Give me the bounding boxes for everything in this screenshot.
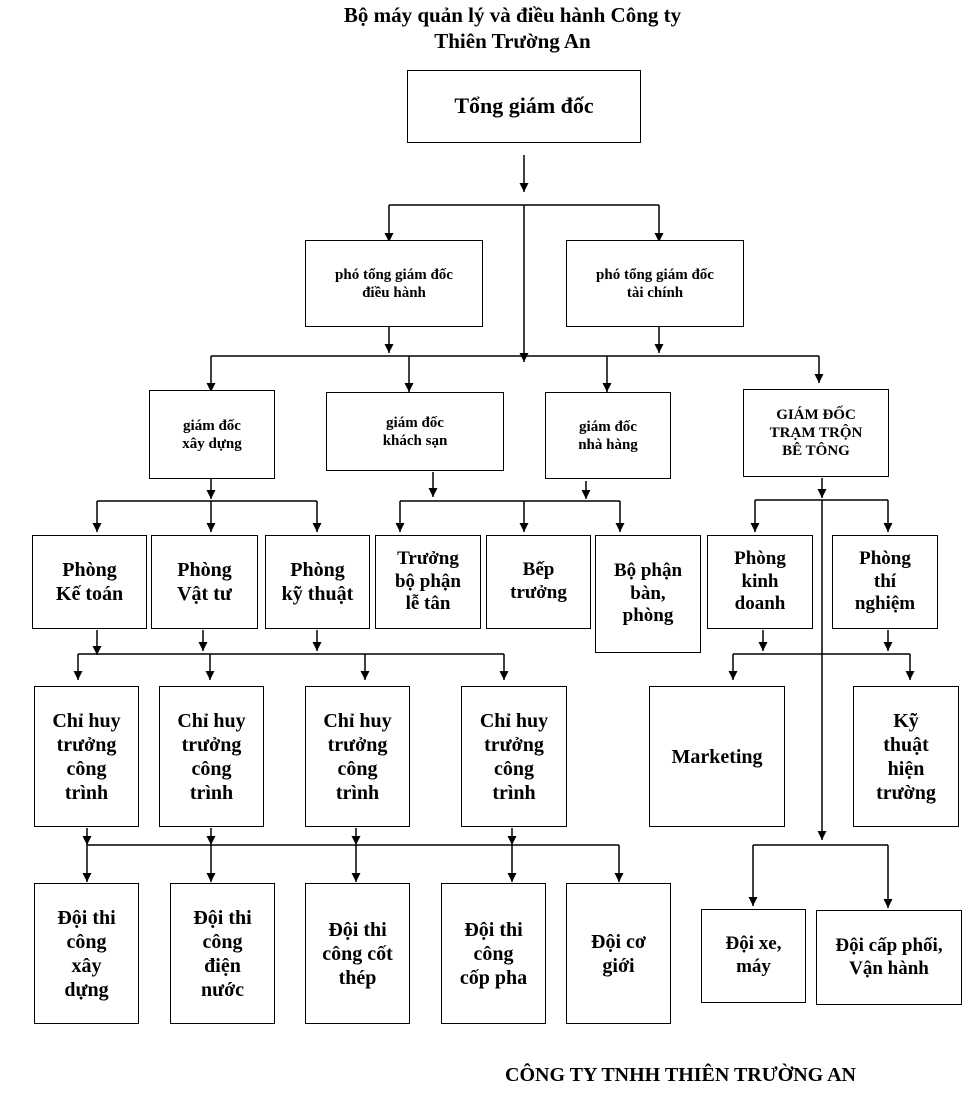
node-materials: Phòng Vật tư bbox=[151, 535, 258, 629]
node-team-electric: Đội thi công điện nước bbox=[170, 883, 275, 1024]
node-team-steel: Đội thi công cốt thép bbox=[305, 883, 410, 1024]
chart-title: Bộ máy quản lý và điều hành Công ty bbox=[343, 3, 682, 27]
node-sales: Phòng kinh doanh bbox=[707, 535, 813, 629]
node-director-construction: giám đốc xây dựng bbox=[149, 390, 275, 479]
node-director-restaurant: giám đốc nhà hàng bbox=[545, 392, 671, 479]
node-team-vehicles: Đội xe, máy bbox=[701, 909, 806, 1003]
node-director-concrete: GIÁM ĐỐC TRẠM TRỘN BÊ TÔNG bbox=[743, 389, 889, 477]
node-deputy-operations: phó tổng giám đốc điều hành bbox=[305, 240, 483, 327]
node-team-mixing: Đội cấp phối, Vận hành bbox=[816, 910, 962, 1005]
node-site-commander: Chỉ huy trưởng công trình bbox=[159, 686, 264, 827]
node-director-hotel: giám đốc khách sạn bbox=[326, 392, 504, 471]
footer-company-name: CÔNG TY TNHH THIÊN TRƯỜNG AN bbox=[505, 1064, 856, 1086]
node-marketing: Marketing bbox=[649, 686, 785, 827]
node-technical: Phòng kỹ thuật bbox=[265, 535, 370, 629]
node-site-commander: Chỉ huy trưởng công trình bbox=[34, 686, 139, 827]
node-service: Bộ phận bàn, phòng bbox=[595, 535, 701, 653]
node-team-mechanical: Đội cơ giới bbox=[566, 883, 671, 1024]
node-ceo: Tổng giám đốc bbox=[407, 70, 641, 143]
node-team-formwork: Đội thi công cốp pha bbox=[441, 883, 546, 1024]
node-site-commander: Chỉ huy trưởng công trình bbox=[461, 686, 567, 827]
node-chef: Bếp trưởng bbox=[486, 535, 591, 629]
node-lab: Phòng thí nghiệm bbox=[832, 535, 938, 629]
node-accounting: Phòng Kế toán bbox=[32, 535, 147, 629]
node-field-technical: Kỹ thuật hiện trường bbox=[853, 686, 959, 827]
node-team-building: Đội thi công xây dựng bbox=[34, 883, 139, 1024]
node-reception: Trưởng bộ phận lễ tân bbox=[375, 535, 481, 629]
chart-subtitle: Thiên Trường An bbox=[434, 29, 591, 53]
node-site-commander: Chỉ huy trưởng công trình bbox=[305, 686, 410, 827]
node-deputy-finance: phó tổng giám đốc tài chính bbox=[566, 240, 744, 327]
